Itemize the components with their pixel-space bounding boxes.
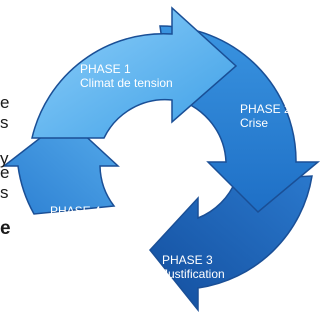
phase-3-label: PHASE 3	[162, 253, 213, 267]
edge-text-fragment: e	[0, 93, 10, 112]
phase-1-title: Climat de tension	[80, 76, 173, 90]
phase-1-label: PHASE 1	[80, 62, 131, 76]
phase-2-label: PHASE 2	[240, 102, 291, 116]
phase-4-arrow	[1, 117, 120, 215]
phase-2-title: Crise	[240, 116, 268, 130]
edge-text-fragment: e	[0, 163, 10, 182]
phase-4-label: PHASE 4	[50, 204, 101, 218]
phase-3-arrow	[149, 175, 313, 313]
phase-1-arrow	[31, 6, 238, 139]
edge-text-fragment: e	[0, 218, 11, 239]
edge-text-fragment: y	[0, 149, 9, 168]
phase-4-title: Lune de miel	[50, 218, 119, 232]
edge-text-fragment: s	[0, 183, 9, 202]
phase-3-title: Justification	[162, 267, 225, 281]
edge-text-fragment: s	[0, 113, 9, 132]
